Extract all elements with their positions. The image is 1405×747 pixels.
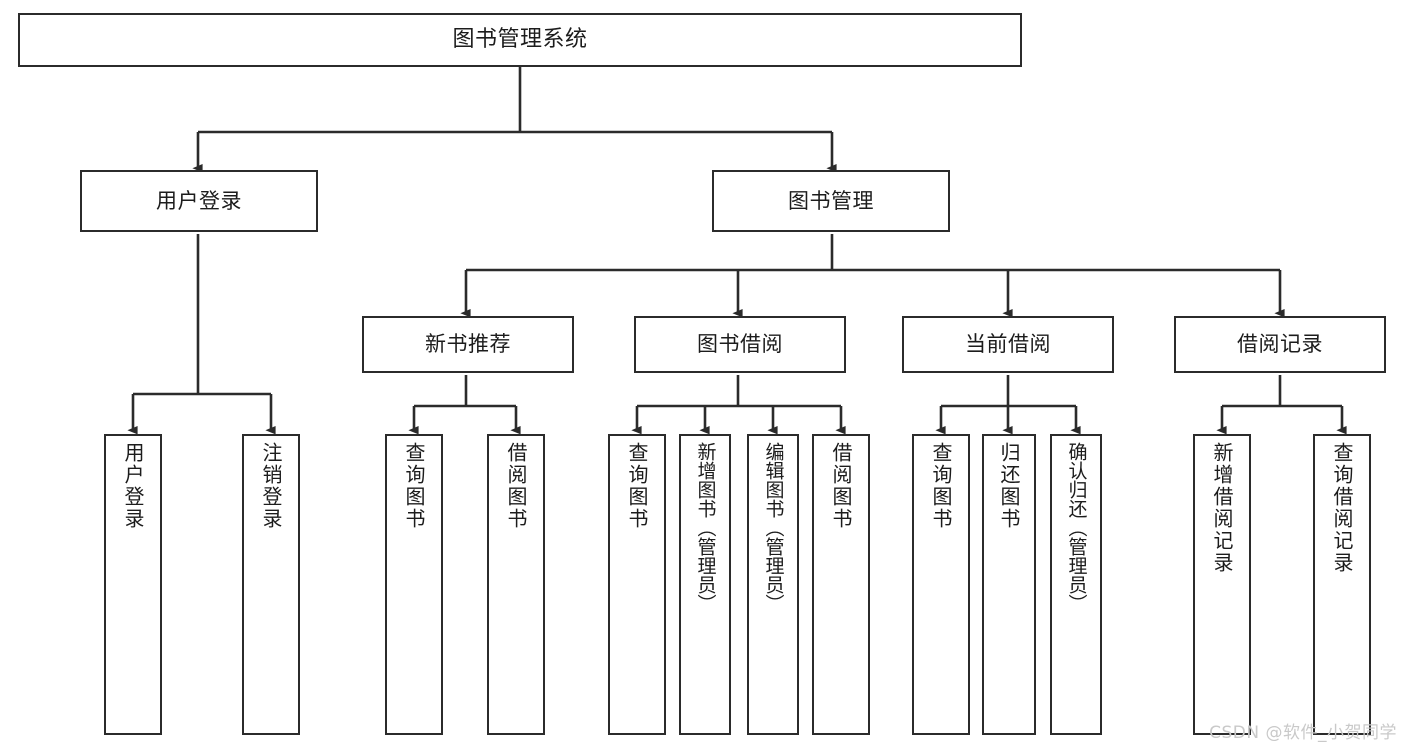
node-user-login[interactable]: 用户登录: [80, 170, 318, 232]
leaf-return-book-label: 归还图书: [997, 442, 1021, 530]
leaf-query-book-borrow[interactable]: 查询图书: [608, 434, 666, 735]
leaf-query-book-newrec[interactable]: 查询图书: [385, 434, 443, 735]
leaf-query-book-borrow-label: 查询图书: [625, 442, 649, 530]
node-borrow-record[interactable]: 借阅记录: [1174, 316, 1386, 373]
leaf-logout-login[interactable]: 注销登录: [242, 434, 300, 735]
leaf-query-borrow-record-label: 查询借阅记录: [1330, 442, 1354, 574]
leaf-edit-book-admin[interactable]: 编辑图书（管理员）: [747, 434, 799, 735]
leaf-return-book[interactable]: 归还图书: [982, 434, 1036, 735]
node-root-label: 图书管理系统: [452, 27, 588, 53]
leaf-edit-book-admin-label: 编辑图书（管理员）: [762, 442, 785, 613]
leaf-logout-login-label: 注销登录: [259, 442, 283, 530]
leaf-query-book-current-label: 查询图书: [929, 442, 953, 530]
leaf-query-borrow-record[interactable]: 查询借阅记录: [1313, 434, 1371, 735]
node-new-book-recommend-label: 新书推荐: [425, 332, 511, 357]
leaf-add-book-admin-label: 新增图书（管理员）: [694, 442, 717, 613]
csdn-watermark: CSDN @软件_小贺同学: [1209, 723, 1397, 743]
node-book-borrow-label: 图书借阅: [697, 332, 783, 357]
node-book-borrow[interactable]: 图书借阅: [634, 316, 846, 373]
node-new-book-recommend[interactable]: 新书推荐: [362, 316, 574, 373]
leaf-query-book-current[interactable]: 查询图书: [912, 434, 970, 735]
leaf-borrow-book-newrec-label: 借阅图书: [504, 442, 528, 530]
leaf-confirm-return-admin[interactable]: 确认归还（管理员）: [1050, 434, 1102, 735]
leaf-add-book-admin[interactable]: 新增图书（管理员）: [679, 434, 731, 735]
leaf-add-borrow-record[interactable]: 新增借阅记录: [1193, 434, 1251, 735]
leaf-add-borrow-record-label: 新增借阅记录: [1210, 442, 1234, 574]
node-book-manage[interactable]: 图书管理: [712, 170, 950, 232]
node-borrow-record-label: 借阅记录: [1237, 332, 1323, 357]
leaf-user-login-label: 用户登录: [121, 442, 145, 530]
leaf-confirm-return-admin-label: 确认归还（管理员）: [1065, 442, 1088, 613]
node-user-login-label: 用户登录: [156, 188, 242, 213]
leaf-borrow-book-borrow-label: 借阅图书: [829, 442, 853, 530]
node-current-borrow-label: 当前借阅: [965, 332, 1051, 357]
leaf-borrow-book-borrow[interactable]: 借阅图书: [812, 434, 870, 735]
node-current-borrow[interactable]: 当前借阅: [902, 316, 1114, 373]
leaf-user-login[interactable]: 用户登录: [104, 434, 162, 735]
node-book-manage-label: 图书管理: [788, 188, 874, 213]
node-root[interactable]: 图书管理系统: [18, 13, 1022, 67]
leaf-query-book-newrec-label: 查询图书: [402, 442, 426, 530]
leaf-borrow-book-newrec[interactable]: 借阅图书: [487, 434, 545, 735]
